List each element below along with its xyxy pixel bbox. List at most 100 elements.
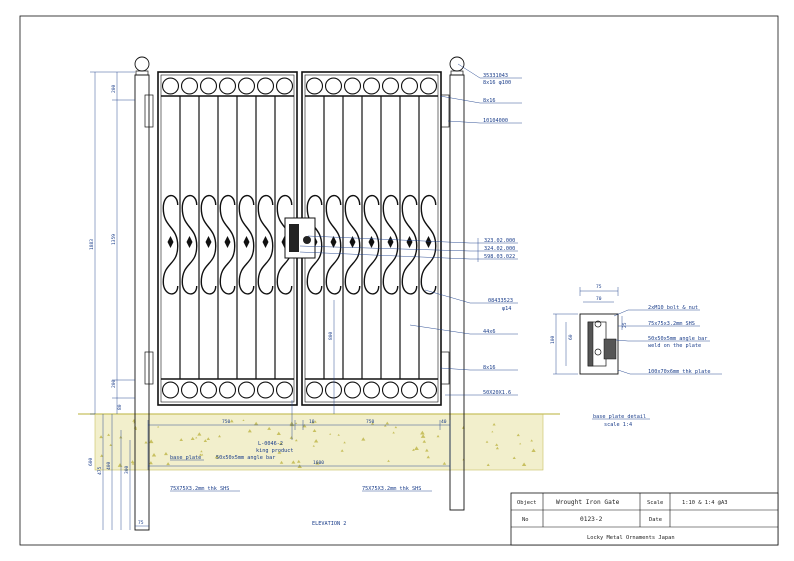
concrete-speckle [157, 425, 160, 428]
right-bottom-ring [400, 381, 419, 399]
date-label: Date [649, 517, 662, 523]
base-plate-detail [553, 287, 722, 375]
concrete-speckle [312, 444, 315, 447]
concrete-speckle [253, 421, 259, 426]
hinge-part-label: 10104000 [483, 118, 508, 124]
post-left-label: 75X75X3.2mm thk SHS [170, 486, 229, 492]
left-s-scroll [181, 194, 198, 295]
left-top-ring [218, 77, 237, 95]
concrete-speckle [485, 440, 489, 443]
left-top-ring [256, 77, 275, 95]
concrete-speckle [295, 422, 298, 425]
left-s-scroll [238, 194, 255, 295]
concrete-speckle [521, 462, 527, 467]
left-post-body [134, 74, 150, 531]
concrete-speckle [277, 450, 282, 454]
detail-scale: scale 1:4 [604, 422, 632, 428]
left-post [134, 56, 154, 531]
concrete-speckle [197, 432, 202, 436]
detail-dim-inner: 70 [596, 296, 602, 302]
concrete-speckle [425, 448, 429, 452]
left-bottom-hinge [144, 351, 154, 385]
detail-bolt-bottom [594, 348, 602, 356]
scale-value: 1:10 & 1:4 @A3 [682, 500, 727, 506]
right-top-ring [343, 77, 362, 95]
concrete-speckle [516, 433, 520, 437]
bar-size-label: 44x6 [483, 329, 496, 335]
right-scroll-leaf [330, 236, 337, 248]
right-bottom-ring [381, 381, 400, 399]
lock-code-3: 598.03.022 [484, 254, 515, 260]
right-bottom-ring [324, 381, 343, 399]
left-top-ring [237, 77, 256, 95]
concrete-speckle [151, 452, 157, 457]
left-s-scroll [257, 194, 274, 295]
company-name: Locky Metal Ornaments Japan [587, 535, 675, 541]
left-finial [134, 56, 150, 72]
concrete-speckle [200, 450, 203, 453]
left-bottom-ring [275, 381, 294, 399]
concrete-speckle [315, 461, 320, 465]
angle-bar-label: 50x50x5mm angle bar [216, 455, 275, 461]
right-bottom-ring [362, 381, 381, 399]
detail-plate [579, 313, 619, 375]
concrete-speckle [491, 430, 494, 433]
concrete-speckle [442, 461, 447, 465]
scroll-part-label: 08433523 [488, 298, 513, 304]
right-bottom-ring [305, 381, 324, 399]
right-top-ring [419, 77, 438, 95]
right-s-scroll [401, 194, 418, 295]
concrete-speckle [214, 454, 220, 459]
concrete-speckle [436, 434, 440, 438]
concrete-speckle [492, 423, 496, 426]
dim-footing-2: 400 [106, 461, 112, 470]
concrete-speckle [291, 460, 296, 464]
no-label: No [522, 517, 529, 523]
concrete-speckle [414, 446, 419, 450]
concrete-speckle [203, 439, 208, 443]
concrete-speckle [420, 430, 425, 435]
left-top-hinge [144, 94, 154, 128]
concrete-speckle [289, 421, 295, 426]
concrete-speckle [361, 437, 366, 441]
concrete-speckle [311, 421, 315, 424]
lock-body [289, 224, 299, 252]
king-product-code: L-0046-2 [258, 441, 283, 447]
right-top-ring [305, 77, 324, 95]
object-value: Wrought Iron Gate [556, 499, 620, 506]
leader-lines [299, 63, 522, 396]
concrete-speckle [247, 429, 252, 433]
concrete-speckle [166, 462, 170, 466]
concrete-speckle [130, 460, 135, 464]
concrete-speckle [394, 426, 398, 429]
concrete-speckle [179, 438, 183, 441]
left-scroll-leaf [167, 236, 174, 248]
left-bottom-ring [256, 381, 275, 399]
concrete-speckle [530, 439, 533, 442]
concrete-speckle [148, 461, 153, 465]
right-top-ring [381, 77, 400, 95]
concrete-speckle [343, 441, 346, 444]
right-bottom-ring [419, 381, 438, 399]
concrete-speckle [422, 439, 427, 443]
left-scroll-leaf [186, 236, 193, 248]
right-top-ring [324, 77, 343, 95]
dim-side-gap: 40 [441, 419, 447, 425]
left-s-scroll [200, 194, 217, 295]
concrete-speckle [119, 435, 123, 439]
right-s-scroll [344, 194, 361, 295]
right-s-scroll [363, 194, 380, 295]
concrete-speckle [206, 437, 210, 441]
right-top-ring [400, 77, 419, 95]
concrete-speckle [486, 463, 490, 466]
dim-mid-height: 1359 [111, 234, 117, 245]
plate-label: 100x70x6mm thk plate [648, 369, 710, 375]
left-finial-collar [135, 70, 149, 76]
concrete-speckle [109, 443, 113, 446]
hinge-top-flat-label: 8x16 [483, 98, 496, 104]
concrete-speckle [383, 424, 387, 427]
left-bottom-ring [161, 381, 180, 399]
dim-ground-depth: 600 [88, 457, 94, 466]
left-top-ring [275, 77, 294, 95]
